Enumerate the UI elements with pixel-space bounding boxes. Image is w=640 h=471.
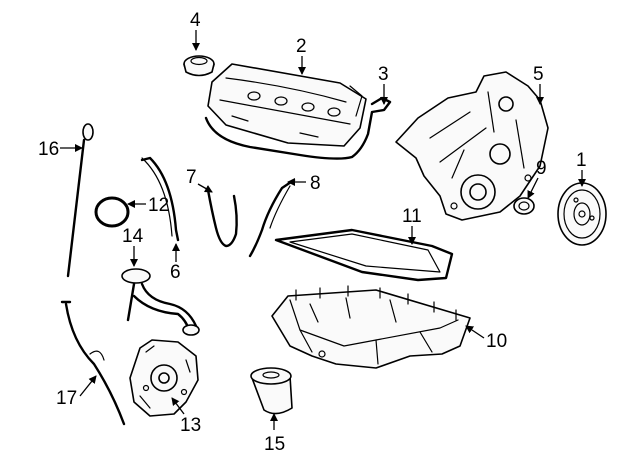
leader-9 (527, 177, 539, 199)
lower-dipstick-tube (60, 300, 126, 426)
callout-7: 7 (186, 167, 197, 188)
callout-11: 11 (402, 206, 422, 227)
crankshaft-pulley (557, 182, 607, 246)
o-ring-seal (94, 196, 130, 228)
leader-lines (60, 30, 586, 430)
callout-labels: 4 2 3 5 1 9 16 12 6 7 8 11 14 10 13 17 1… (38, 10, 587, 455)
callout-8: 8 (310, 173, 321, 194)
callout-5: 5 (533, 64, 544, 85)
oil-pump (129, 339, 199, 417)
callout-17: 17 (56, 388, 77, 409)
timing-cover-gasket-right (248, 178, 296, 258)
callout-1: 1 (576, 150, 587, 171)
callout-15: 15 (264, 434, 285, 455)
callout-14: 14 (122, 226, 144, 247)
crankshaft-seal (513, 197, 535, 215)
callout-4: 4 (190, 10, 201, 31)
leader-17 (79, 375, 97, 397)
timing-cover-gasket-left (206, 188, 238, 248)
oil-pan (271, 285, 471, 369)
oil-dipstick (66, 123, 94, 278)
oil-filter (250, 367, 293, 415)
valve-cover (207, 63, 367, 147)
timing-cover (395, 71, 549, 221)
callout-2: 2 (296, 36, 307, 57)
callout-12: 12 (148, 195, 169, 216)
callout-16: 16 (38, 139, 59, 160)
oil-filler-cap (183, 55, 215, 77)
leader-10 (465, 325, 485, 339)
leader-13 (171, 397, 185, 415)
oil-pan-gasket (274, 228, 454, 282)
callout-10: 10 (486, 331, 507, 352)
callout-6: 6 (170, 262, 181, 283)
leader-7 (197, 183, 213, 193)
oil-pickup-tube (121, 268, 200, 336)
callout-9: 9 (536, 158, 547, 179)
callout-13: 13 (180, 415, 201, 436)
valve-cover-gasket (204, 96, 392, 160)
dipstick-tube (140, 156, 180, 242)
callout-3: 3 (378, 64, 389, 85)
